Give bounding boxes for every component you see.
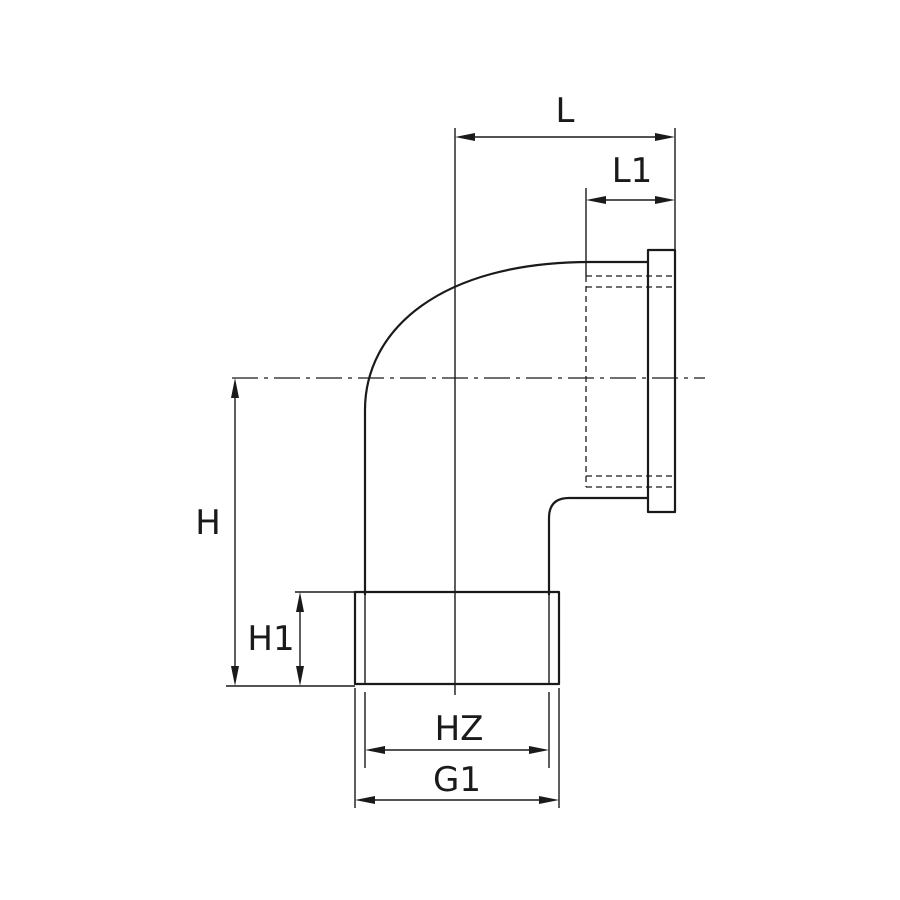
dim-H-arrow-top <box>231 378 239 398</box>
elbow-inner-curve <box>547 496 648 595</box>
dim-L1-arrow-left <box>586 196 606 204</box>
dim-L-arrow-left <box>455 133 475 141</box>
dim-H1-arrow-bottom <box>296 666 304 686</box>
dim-G1-label: G1 <box>433 760 481 800</box>
elbow-outer-curve <box>363 260 648 595</box>
dim-HZ-arrow-right <box>529 746 549 754</box>
dim-H1-label: H1 <box>247 619 294 659</box>
dim-L-label: L <box>556 91 575 131</box>
dim-HZ-label: HZ <box>435 709 484 749</box>
bottom-nut <box>353 590 561 686</box>
dim-G1-arrow-right <box>539 796 559 804</box>
side-flange <box>646 248 677 514</box>
dim-L1-label: L1 <box>612 151 653 191</box>
dim-G1-arrow-left <box>355 796 375 804</box>
dim-H-arrow-bottom <box>231 666 239 686</box>
dim-HZ-arrow-left <box>365 746 385 754</box>
dim-H-label: H <box>195 503 221 543</box>
dim-L1-arrow-right <box>655 196 675 204</box>
dim-H1-arrow-top <box>296 592 304 612</box>
dim-L-arrow-right <box>655 133 675 141</box>
